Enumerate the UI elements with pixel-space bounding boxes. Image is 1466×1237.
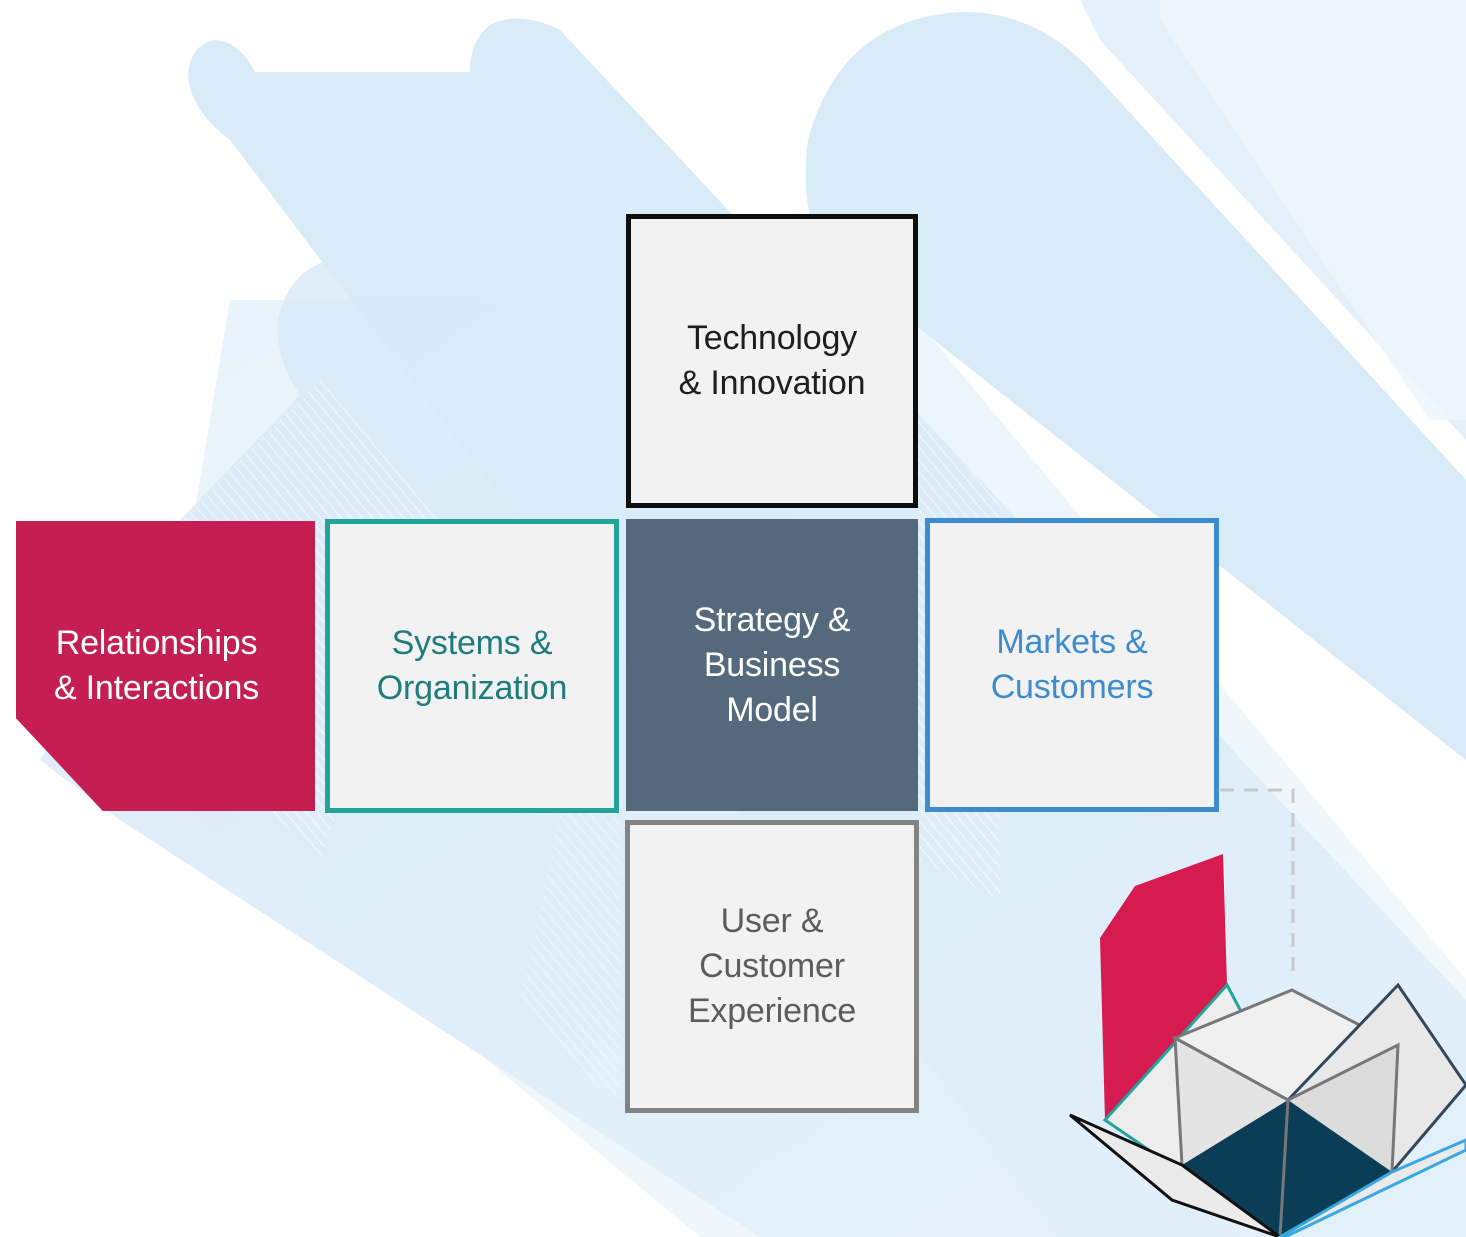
tile-bottom-line2: Customer	[699, 947, 845, 985]
tile-user-customer-experience: User & Customer Experience	[625, 820, 919, 1113]
tile-systems-organization: Systems & Organization	[325, 519, 619, 813]
tile-technology-innovation: Technology & Innovation	[626, 214, 918, 508]
tile-markets-customers: Markets & Customers	[925, 518, 1219, 812]
cube-flap-blue	[1277, 1138, 1466, 1237]
cube-flap-black	[1069, 1113, 1281, 1237]
tile-strategy-business-model: Strategy & Business Model	[626, 519, 918, 811]
tile-bottom-line1: User &	[720, 902, 824, 940]
tile-right-line2: Customers	[990, 668, 1154, 706]
tile-center-line1: Strategy &	[693, 600, 851, 639]
tile-left-outer-line1: Relationships	[55, 624, 258, 662]
hatch-bottom	[520, 810, 620, 1110]
open-cube-illustration	[1069, 854, 1466, 1237]
cube-flap-red	[1100, 854, 1227, 1120]
tile-bottom-line3: Experience	[687, 992, 857, 1030]
background-edge	[1160, 0, 1466, 420]
tile-center-line2: Business	[703, 645, 841, 684]
tile-right-line1: Markets &	[996, 623, 1148, 661]
tile-center-line3: Model	[726, 690, 818, 729]
tile-top-line2: & Innovation	[678, 364, 866, 402]
tile-left-outer-line2: & Interactions	[53, 669, 260, 707]
tile-top-line1: Technology	[686, 319, 857, 357]
tile-left-line1: Systems &	[391, 624, 553, 662]
connector-dashed-line	[1220, 788, 1295, 980]
tile-left-line2: Organization	[376, 669, 568, 707]
tile-relationships-interactions: Relationships & Interactions	[16, 521, 315, 811]
